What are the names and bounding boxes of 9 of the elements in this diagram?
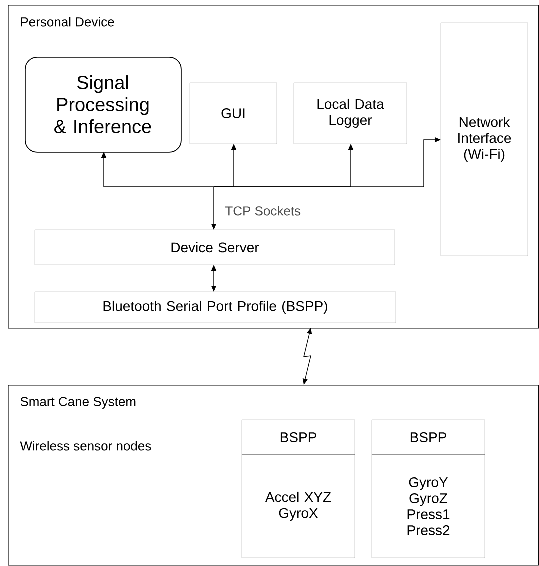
process-box: Signal Processing & Inference (25, 57, 182, 153)
edge-label: TCP Sockets (224, 205, 302, 217)
sensor-node-box: BSPP GyroY GyroZ Press1 Press2 (372, 420, 486, 558)
process-box: Local Data Logger (294, 83, 408, 144)
process-box: Network Interface (Wi-Fi) (441, 23, 528, 256)
process-box: Bluetooth Serial Port Profile (BSPP) (35, 292, 396, 324)
sensor-node-box: BSPP Accel XYZ GyroX (242, 420, 356, 558)
process-box: Device Server (35, 230, 396, 266)
process-box: GUI (190, 83, 278, 144)
